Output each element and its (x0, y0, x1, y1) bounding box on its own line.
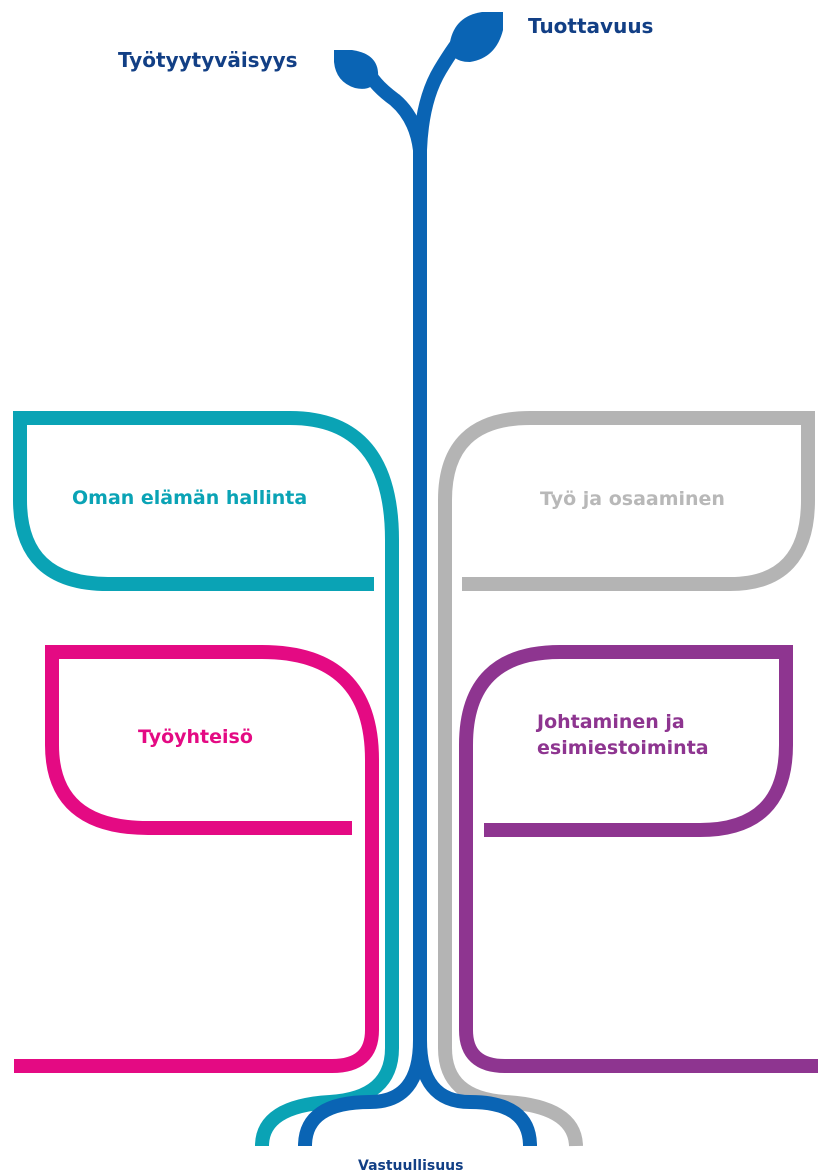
leaf-tyoyhteiso (45, 645, 379, 835)
label-tyo-ja-osaaminen: Työ ja osaaminen (540, 488, 725, 510)
leaf-tuottavuus (449, 12, 503, 62)
label-johtaminen-line1: Johtaminen ja (535, 711, 685, 733)
leaf-tyotyytyvaisyys (334, 50, 379, 89)
leaf-tyo-ja-osaaminen (438, 411, 815, 591)
branch-johtaminen (459, 645, 818, 1073)
stem-blue-trunk (298, 140, 427, 1147)
branch-tyo-ja-osaaminen (438, 411, 815, 1147)
label-johtaminen-line2: esimiestoiminta (537, 737, 709, 759)
leaf-johtaminen (459, 645, 793, 837)
label-tyotyytyvaisyys: Työtyytyväisyys (118, 48, 298, 72)
label-vastuullisuus: Vastuullisuus (358, 1158, 463, 1174)
stem-blue-root-right (413, 1039, 537, 1147)
label-oman-elaman-hallinta: Oman elämän hallinta (72, 487, 307, 509)
label-tuottavuus: Tuottavuus (528, 14, 653, 38)
label-tyoyhteiso: Työyhteisö (138, 726, 253, 748)
stem-magenta (14, 760, 379, 1073)
stem-purple (459, 745, 818, 1073)
branch-tyoyhteiso (14, 645, 379, 1073)
leaf-oman-elaman-hallinta (13, 411, 399, 591)
branch-oman-elaman-hallinta (13, 411, 399, 1147)
